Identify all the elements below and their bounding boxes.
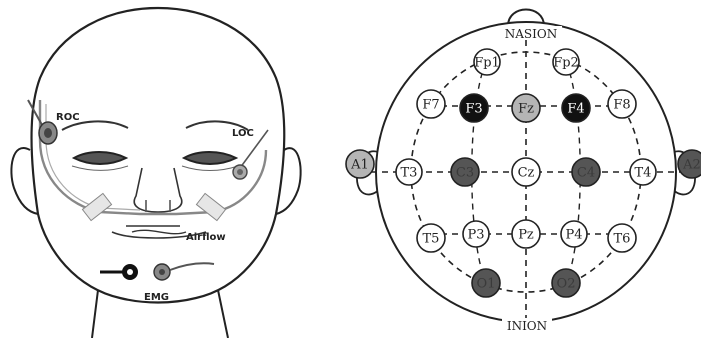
- electrode-a1: A1: [346, 150, 374, 178]
- electrode-t3: T3: [396, 159, 422, 185]
- face-panel: ROC LOC Airflow EMG: [11, 8, 300, 338]
- electrode-label: Pz: [518, 228, 534, 243]
- electrode-c4: C4: [572, 158, 600, 186]
- electrode-label: F8: [613, 98, 630, 113]
- electrode-label: T6: [614, 232, 631, 247]
- electrode-label: C3: [456, 166, 474, 181]
- electrode-label: Fz: [518, 102, 534, 117]
- electrode-label: F4: [567, 102, 584, 117]
- electrode-fz: Fz: [512, 94, 540, 122]
- electrode-f3: F3: [460, 94, 488, 122]
- electrode-p3: P3: [463, 221, 489, 247]
- electrode-a2: A2: [678, 150, 701, 178]
- head-outline: [32, 8, 285, 303]
- electrode-fp1: Fp1: [474, 49, 500, 75]
- electrode-f4: F4: [562, 94, 590, 122]
- electrode-p4: P4: [561, 221, 587, 247]
- electrode-c3: C3: [451, 158, 479, 186]
- electrode-label: A1: [350, 158, 369, 173]
- electrode-label: Cz: [518, 166, 535, 181]
- electrode-label: T4: [635, 166, 652, 181]
- electrode-label: T5: [423, 232, 440, 247]
- electrode-label: P3: [467, 228, 484, 243]
- left-eye: [184, 152, 236, 164]
- electrode-t5: T5: [417, 224, 445, 252]
- electrode-label: P4: [565, 228, 582, 243]
- roc-label: ROC: [56, 112, 80, 123]
- electrode-label: A2: [682, 158, 701, 173]
- airflow-label: Airflow: [186, 232, 226, 243]
- inion-label: INION: [507, 319, 547, 333]
- right-eye: [74, 152, 126, 164]
- electrode-pz: Pz: [512, 220, 540, 248]
- electrode-label: T3: [401, 166, 418, 181]
- electrode-label: O2: [557, 277, 576, 292]
- electrode-label: Fp1: [474, 56, 500, 71]
- electrode-label: Fp2: [553, 56, 579, 71]
- loc-label: LOC: [232, 128, 254, 139]
- electrode-label: F3: [465, 102, 482, 117]
- electrode-f8: F8: [608, 90, 636, 118]
- electrode-o2: O2: [552, 269, 580, 297]
- electrode-f7: F7: [417, 90, 445, 118]
- electrode-fp2: Fp2: [553, 49, 579, 75]
- nasion-label: NASION: [505, 27, 557, 41]
- electrode-t4: T4: [630, 159, 656, 185]
- electrode-label: C4: [577, 166, 595, 181]
- emg-label: EMG: [144, 292, 169, 303]
- electrode-cz: Cz: [512, 158, 540, 186]
- electrode-o1: O1: [472, 269, 500, 297]
- electrode-label: O1: [477, 277, 496, 292]
- electrode-label: F7: [422, 98, 439, 113]
- electrode-t6: T6: [608, 224, 636, 252]
